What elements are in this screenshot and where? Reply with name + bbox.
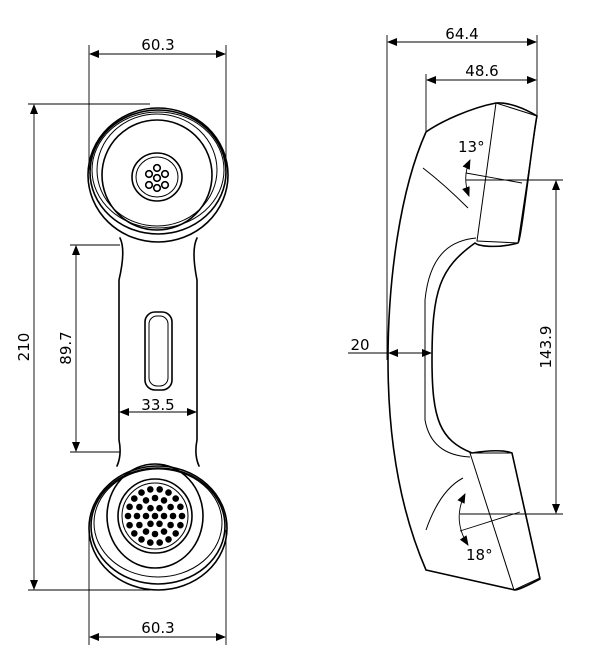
dim-angle-top: 13° — [458, 138, 485, 156]
mic-hole — [156, 486, 163, 493]
earpiece-rear-curve — [422, 167, 469, 209]
dim-angle-bottom: 18° — [466, 546, 493, 564]
mic-hole — [142, 497, 150, 504]
dim-width-top: 60.3 — [141, 36, 174, 54]
mic-hole — [167, 521, 174, 529]
mic-hole — [136, 503, 143, 511]
mic-hole — [126, 521, 133, 529]
mic-hole — [136, 521, 143, 529]
mouthpiece-rear-curve — [425, 477, 464, 531]
dim-thickness: 20 — [350, 336, 369, 354]
mic-hole — [138, 489, 145, 496]
mic-hole — [124, 512, 132, 520]
mic-hole — [147, 486, 154, 493]
mic-hole — [138, 536, 145, 543]
earpiece-cup — [87, 107, 229, 243]
handle-body — [116, 237, 200, 467]
dim-total-height: 210 — [15, 333, 33, 362]
mic-hole — [156, 520, 163, 528]
mic-hole — [167, 503, 174, 511]
mic-hole — [156, 539, 163, 546]
dim-width-bottom: 60.3 — [141, 619, 174, 637]
mic-hole — [151, 530, 159, 538]
mouthpiece-holes — [124, 486, 186, 546]
mic-hole — [169, 512, 177, 520]
mic-hole — [178, 512, 186, 520]
mic-hole — [142, 512, 150, 520]
mic-hole — [160, 512, 168, 520]
dimensions: 60.3 60.3 210 89.7 33.5 64.4 48.6 143.9 — [15, 25, 563, 645]
handle-slot — [144, 311, 173, 391]
mic-hole — [165, 536, 172, 543]
dim-cup-width: 48.6 — [465, 62, 498, 80]
mic-hole — [147, 504, 154, 512]
mic-hole — [126, 503, 133, 511]
dim-handle-width: 33.5 — [141, 396, 174, 414]
mic-hole — [142, 528, 150, 535]
mouthpiece-cup — [88, 463, 228, 591]
mic-hole — [177, 521, 184, 529]
dim-overall-width: 64.4 — [445, 25, 478, 43]
mic-hole — [131, 530, 138, 537]
mic-hole — [177, 503, 184, 511]
mic-hole — [172, 495, 179, 502]
mic-hole — [165, 489, 172, 496]
earpiece-face — [476, 102, 538, 244]
mic-hole — [147, 539, 154, 546]
mic-hole — [151, 494, 159, 502]
mic-hole — [147, 520, 154, 528]
earpiece-holes — [144, 163, 170, 193]
side-profile-inner-edge — [424, 237, 477, 458]
mic-hole — [133, 512, 141, 520]
dim-handle-length: 89.7 — [57, 331, 75, 364]
mic-hole — [151, 512, 159, 520]
mic-hole — [156, 504, 163, 512]
side-view — [387, 102, 541, 591]
mic-hole — [131, 495, 138, 502]
handle-slot-inner — [148, 315, 169, 387]
mic-hole — [160, 528, 168, 535]
mouthpiece-face — [469, 452, 541, 591]
side-profile-outer — [387, 102, 541, 591]
mic-hole — [160, 497, 168, 504]
dim-cup-spacing: 143.9 — [537, 326, 555, 369]
mic-hole — [172, 530, 179, 537]
front-view — [87, 107, 229, 591]
